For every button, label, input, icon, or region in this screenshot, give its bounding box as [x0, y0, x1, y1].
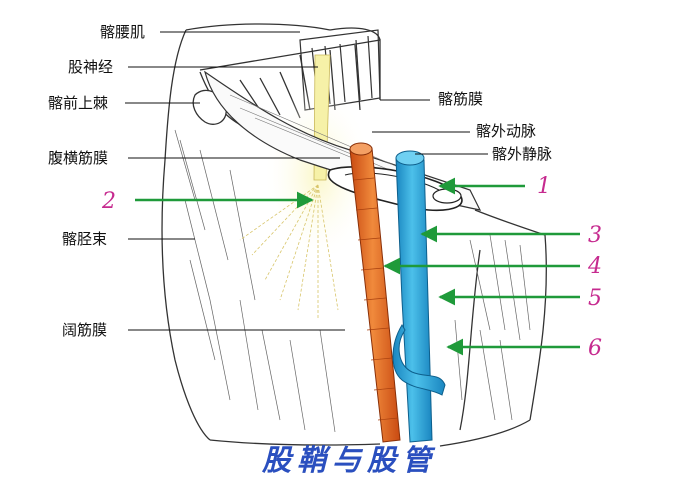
label-iliopsoas: 髂腰肌	[100, 23, 145, 41]
marker-2: 2	[101, 189, 116, 214]
label-ext-iliac-artery: 髂外动脉	[476, 122, 536, 140]
pointer-arrows	[135, 177, 580, 356]
marker-3: 3	[588, 223, 602, 248]
label-fascia-lata: 阔筋膜	[62, 321, 107, 339]
label-asis: 髂前上棘	[48, 94, 108, 112]
femoral-artery	[349, 142, 401, 443]
label-transversalis-fascia: 腹横筋膜	[48, 149, 108, 167]
marker-6: 6	[588, 336, 602, 361]
label-ext-iliac-vein: 髂外静脉	[492, 145, 552, 163]
marker-5: 5	[588, 286, 602, 311]
diagram-title: 股鞘与股管	[261, 443, 437, 477]
muscle-hatching	[174, 129, 531, 433]
label-iliac-fascia: 髂筋膜	[438, 90, 483, 108]
leader-lines	[125, 31, 488, 331]
label-femoral-nerve: 股神经	[68, 58, 113, 76]
marker-1: 1	[537, 174, 551, 199]
saphenous-vein-junction	[392, 324, 446, 396]
femoral-canal-opening	[432, 188, 462, 204]
label-iliotibial-tract: 髂胫束	[62, 230, 107, 248]
marker-4: 4	[587, 254, 602, 279]
